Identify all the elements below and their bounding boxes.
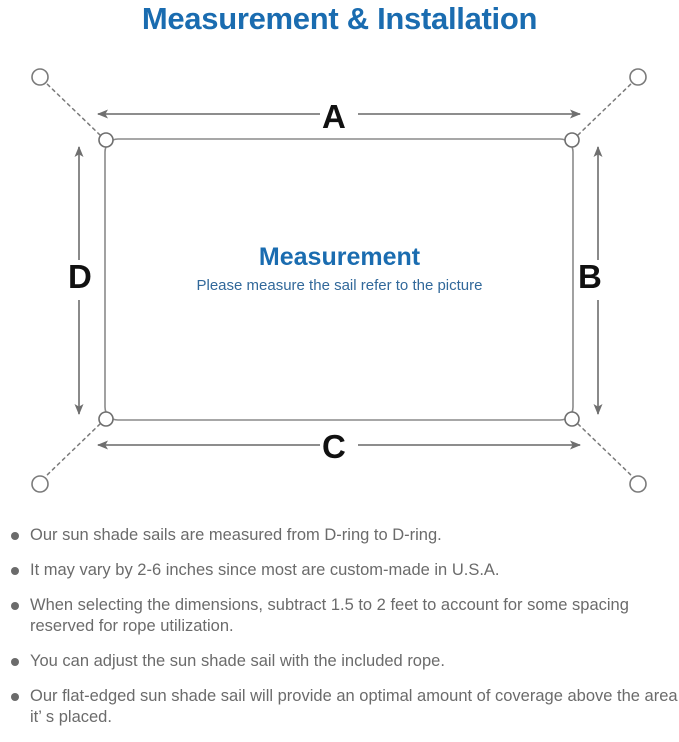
rope-line-top-right [577,81,634,136]
rope-line-bottom-left [44,423,101,478]
sail-center-label: Measurement [258,243,421,271]
dimension-label-d: D [68,258,92,295]
d-ring-top-right [564,132,580,148]
anchor-point-top-right [629,68,647,86]
dimension-label-b: B [578,258,602,295]
d-ring-bottom-right [564,411,580,427]
sail-body [104,138,574,421]
diagram-svg [31,68,647,493]
bullet-icon [11,532,19,540]
list-item: It may vary by 2-6 inches since most are… [0,560,679,581]
dimension-label-c: C [322,428,346,465]
anchor-point-bottom-right [629,475,647,493]
list-item: When selecting the dimensions, subtract … [0,595,679,637]
sail-center-sublabel: Please measure the sail refer to the pic… [196,277,483,294]
bullet-icon [11,658,19,666]
d-ring-bottom-left [98,411,114,427]
note-text: It may vary by 2-6 inches since most are… [30,561,500,579]
dimension-label-a: A [322,98,346,135]
list-item: Our sun shade sails are measured from D-… [0,525,679,546]
note-text: You can adjust the sun shade sail with t… [30,652,445,670]
note-text: Our flat-edged sun shade sail will provi… [30,687,678,726]
list-item: Our flat-edged sun shade sail will provi… [0,686,679,728]
rope-line-bottom-right [577,423,634,478]
anchor-point-bottom-left [31,475,49,493]
bullet-icon [11,567,19,575]
note-text: When selecting the dimensions, subtract … [30,596,629,635]
note-text: Our sun shade sails are measured from D-… [30,526,442,544]
anchor-point-top-left [31,68,49,86]
bullet-icon [11,602,19,610]
notes-list: Our sun shade sails are measured from D-… [0,525,679,742]
list-item: You can adjust the sun shade sail with t… [0,651,679,672]
rope-line-top-left [44,81,101,136]
measurement-diagram: A B C D Measurement Please measure the s… [0,48,679,518]
bullet-icon [11,693,19,701]
d-ring-top-left [98,132,114,148]
page-title: Measurement & Installation [141,1,538,36]
